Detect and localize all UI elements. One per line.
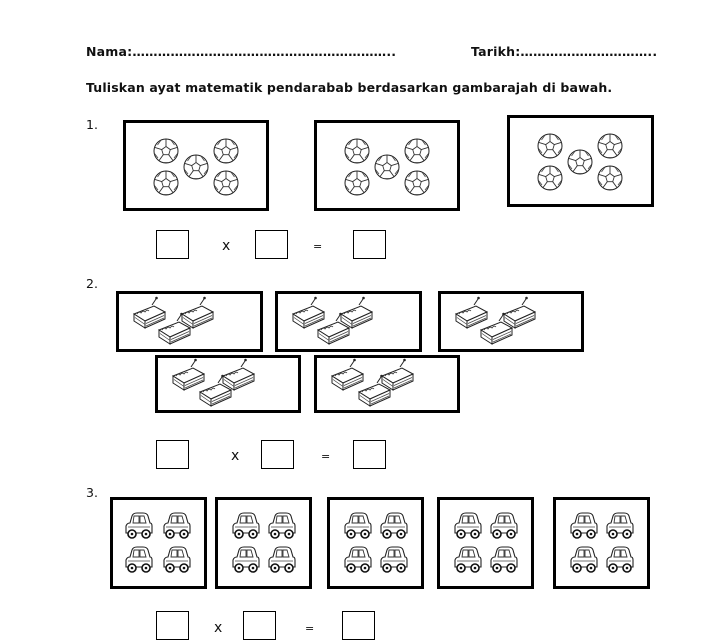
cake-group-frame — [314, 355, 460, 413]
car-icon — [380, 546, 408, 573]
question-number: 2. — [86, 276, 98, 291]
ball-icon — [344, 170, 370, 196]
times-sign: x — [231, 448, 240, 464]
ball-group-frame — [507, 115, 654, 207]
ball-icon — [153, 138, 179, 164]
ball-group-frame — [123, 120, 269, 211]
answer-box-items[interactable] — [261, 440, 294, 469]
car-group-frame — [215, 497, 312, 589]
name-field-label: Nama:…………………………………………………….. — [86, 44, 397, 59]
ball-icon — [537, 133, 563, 159]
car-icon — [125, 512, 153, 539]
cake-group-frame — [438, 291, 584, 352]
car-icon — [163, 512, 191, 539]
cake-group-frame — [116, 291, 263, 352]
cake-group-frame — [155, 355, 301, 413]
cake-slice-icon — [331, 358, 364, 391]
car-icon — [232, 512, 260, 539]
car-icon — [454, 546, 482, 573]
ball-icon — [597, 133, 623, 159]
answer-box-product[interactable] — [353, 230, 386, 259]
ball-icon — [213, 170, 239, 196]
cake-slice-icon — [181, 296, 214, 329]
car-icon — [490, 512, 518, 539]
question-number: 1. — [86, 117, 98, 132]
car-icon — [454, 512, 482, 539]
ball-icon — [404, 138, 430, 164]
car-icon — [268, 546, 296, 573]
car-group-frame — [437, 497, 534, 589]
question-number: 3. — [86, 485, 98, 500]
car-group-frame — [553, 497, 650, 589]
cake-slice-icon — [503, 296, 536, 329]
ball-icon — [404, 170, 430, 196]
cake-slice-icon — [222, 358, 255, 391]
cake-group-frame — [275, 291, 422, 352]
cake-slice-icon — [455, 296, 488, 329]
ball-icon — [374, 154, 400, 180]
car-icon — [380, 512, 408, 539]
ball-icon — [153, 170, 179, 196]
date-field-label: Tarikh:………………………….. — [471, 44, 658, 59]
cake-slice-icon — [381, 358, 414, 391]
car-icon — [570, 546, 598, 573]
answer-box-groups[interactable] — [156, 611, 189, 640]
answer-box-product[interactable] — [353, 440, 386, 469]
answer-box-items[interactable] — [255, 230, 288, 259]
times-sign: x — [222, 238, 231, 254]
cake-slice-icon — [292, 296, 325, 329]
car-icon — [570, 512, 598, 539]
car-icon — [163, 546, 191, 573]
times-sign: x — [214, 620, 223, 636]
car-icon — [606, 546, 634, 573]
cake-slice-icon — [172, 358, 205, 391]
car-icon — [268, 512, 296, 539]
equals-sign: = — [321, 450, 331, 463]
car-icon — [344, 546, 372, 573]
ball-group-frame — [314, 120, 460, 211]
answer-box-groups[interactable] — [156, 230, 189, 259]
equals-sign: = — [305, 622, 315, 635]
equals-sign: = — [313, 240, 323, 253]
cake-slice-icon — [340, 296, 373, 329]
ball-icon — [183, 154, 209, 180]
ball-icon — [344, 138, 370, 164]
car-icon — [490, 546, 518, 573]
ball-icon — [537, 165, 563, 191]
ball-icon — [597, 165, 623, 191]
car-group-frame — [327, 497, 424, 589]
ball-icon — [567, 149, 593, 175]
instruction-text: Tuliskan ayat matematik pendarabab berda… — [86, 80, 613, 95]
car-icon — [606, 512, 634, 539]
ball-icon — [213, 138, 239, 164]
car-icon — [232, 546, 260, 573]
car-icon — [125, 546, 153, 573]
cake-slice-icon — [133, 296, 166, 329]
answer-box-product[interactable] — [342, 611, 375, 640]
answer-box-items[interactable] — [243, 611, 276, 640]
answer-box-groups[interactable] — [156, 440, 189, 469]
car-group-frame — [110, 497, 207, 589]
car-icon — [344, 512, 372, 539]
